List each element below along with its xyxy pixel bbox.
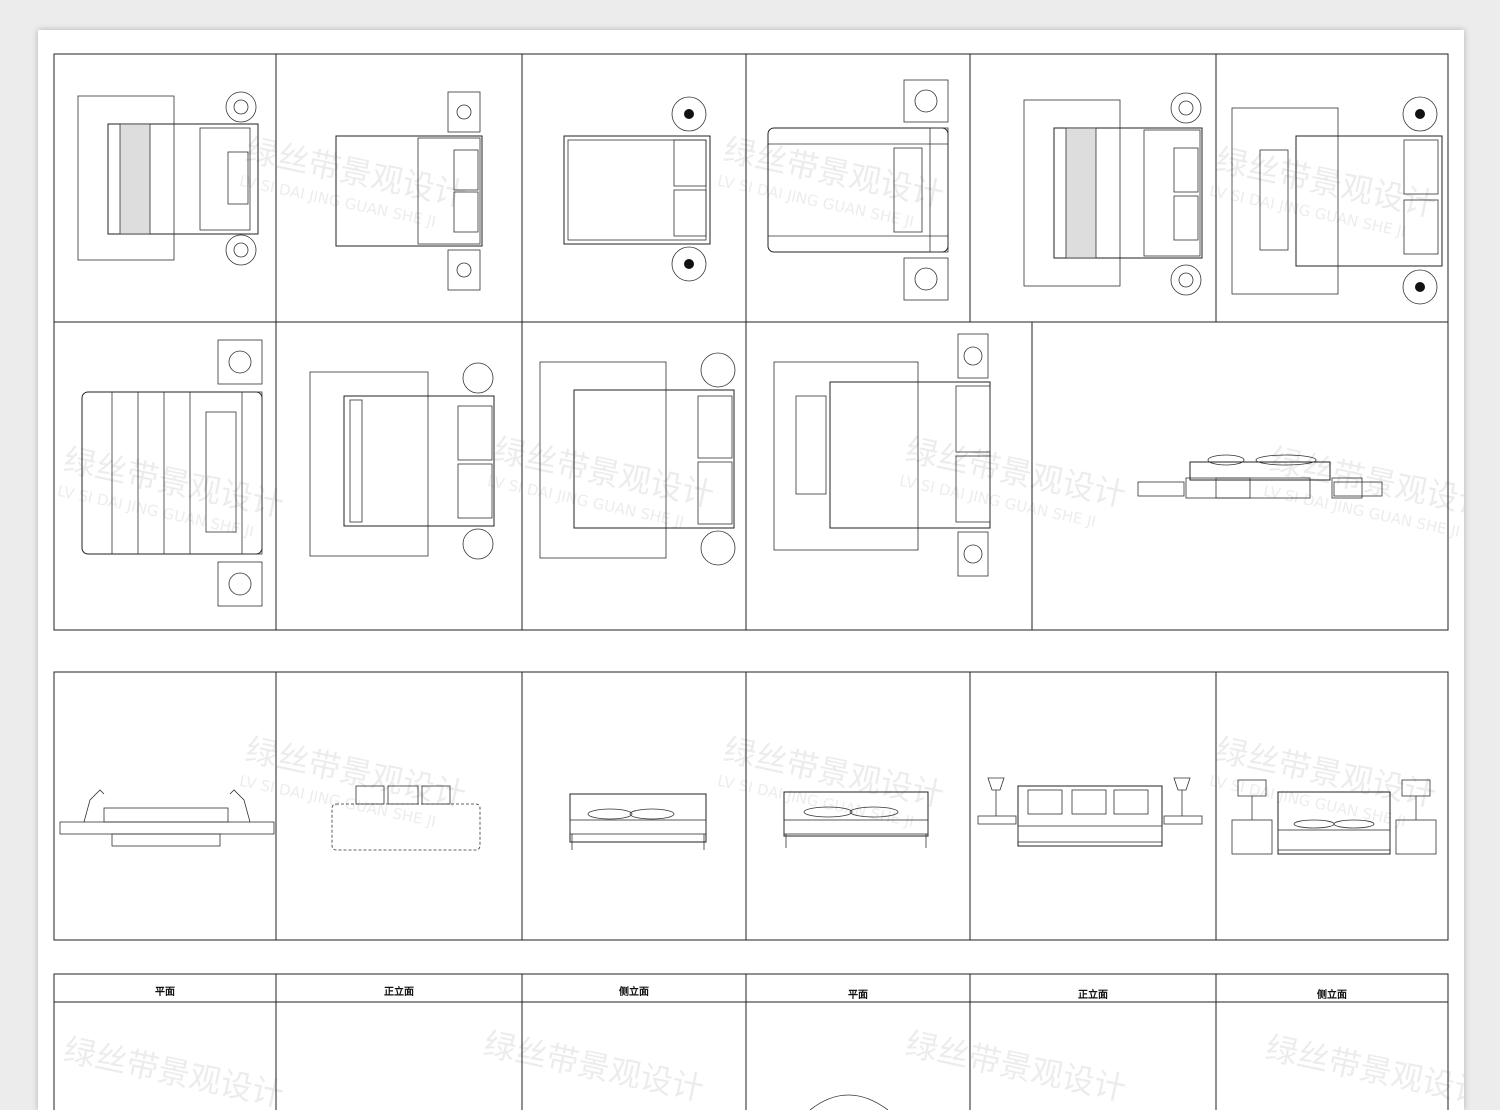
watermark: 绿丝带景观设计 — [480, 1025, 707, 1109]
watermark-cn: 绿丝带景观设计 — [902, 1025, 1129, 1109]
plan-grid-row-2 — [53, 321, 1449, 631]
header-label-front-elevation-1: 正立面 — [384, 985, 414, 998]
bed-plan-7 — [81, 339, 263, 607]
bed-plan-9 — [539, 352, 736, 566]
bed-plan-1 — [77, 91, 259, 266]
bed-plan-11 — [1137, 454, 1383, 499]
header-label-front-elevation-2: 正立面 — [1078, 988, 1108, 1001]
bed-plan-2 — [335, 91, 483, 291]
bed-plan-3 — [563, 96, 711, 282]
bed-plan-10 — [773, 333, 991, 577]
cad-drawing: 平面 正立面 侧立面 平面 正立面 侧立面 绿丝带景观设计 LV SI DAI … — [53, 53, 1464, 1110]
watermark: 绿丝带景观设计 LV SI DAI JING GUAN SHE JI — [1208, 141, 1440, 241]
bed-elevation-3 — [569, 793, 707, 850]
watermark: 绿丝带景观设计 — [1262, 1029, 1464, 1110]
bed-elevation-4 — [783, 791, 929, 848]
watermark-cn: 绿丝带景观设计 — [60, 1031, 287, 1110]
bed-elevation-1 — [59, 789, 275, 847]
watermark: 绿丝带景观设计 LV SI DAI JING GUAN SHE JI — [56, 441, 288, 541]
watermark-cn: 绿丝带景观设计 — [1262, 1029, 1464, 1110]
watermark: 绿丝带景观设计 — [902, 1025, 1129, 1109]
elevation-grid — [53, 671, 1449, 941]
watermark: 绿丝带景观设计 LV SI DAI JING GUAN SHE JI — [1262, 441, 1464, 541]
header-label-side-elevation-2: 侧立面 — [1317, 988, 1347, 1001]
bed-plan-4 — [767, 79, 949, 301]
bed-plan-6 — [1231, 96, 1443, 305]
header-label-plan-1: 平面 — [155, 986, 175, 998]
bed-elevation-6 — [1231, 779, 1437, 855]
bed-plan-5 — [1023, 92, 1203, 296]
watermark: 绿丝带景观设计 — [60, 1031, 287, 1110]
bed-plan-8 — [309, 362, 495, 560]
watermarks: 绿丝带景观设计 LV SI DAI JING GUAN SHE JI 绿丝带景观… — [56, 131, 1464, 1110]
watermark: 绿丝带景观设计 LV SI DAI JING GUAN SHE JI — [238, 131, 470, 231]
watermark: 绿丝带景观设计 LV SI DAI JING GUAN SHE JI — [898, 431, 1130, 531]
bed-elevation-5 — [977, 777, 1203, 847]
header-label-side-elevation-1: 侧立面 — [619, 985, 649, 998]
watermark: 绿丝带景观设计 LV SI DAI JING GUAN SHE JI — [716, 131, 948, 231]
watermark-cn: 绿丝带景观设计 — [480, 1025, 707, 1109]
bed-elevation-2 — [331, 785, 481, 851]
watermark: 绿丝带景观设计 LV SI DAI JING GUAN SHE JI — [238, 731, 470, 831]
watermark: 绿丝带景观设计 LV SI DAI JING GUAN SHE JI — [486, 431, 718, 531]
header-label-plan-2: 平面 — [848, 989, 868, 1001]
drawing-sheet: 平面 正立面 侧立面 平面 正立面 侧立面 绿丝带景观设计 LV SI DAI … — [38, 30, 1464, 1110]
